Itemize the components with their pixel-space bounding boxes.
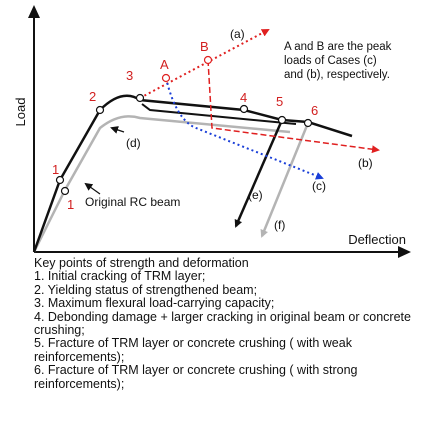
- peak-b-marker: [203, 55, 213, 65]
- key-points: [55, 93, 313, 196]
- curve-e-line: [234, 119, 284, 228]
- peak-label-a: A: [160, 57, 169, 72]
- y-axis-label: Load: [13, 98, 28, 127]
- point-label-3: 3: [126, 68, 133, 83]
- note-line-3: and (b), respectively.: [284, 69, 390, 81]
- original-beam-label: Original RC beam: [85, 195, 180, 209]
- curve-a-line: [139, 29, 270, 99]
- x-axis-label: Deflection: [348, 232, 406, 247]
- original-pointer: [84, 182, 101, 195]
- legend-item-4: 4. Debonding damage + larger cracking in…: [34, 309, 411, 338]
- point-5: [277, 115, 287, 125]
- legend-title: Key points of strength and deformation: [34, 256, 249, 270]
- point-2: [95, 105, 105, 115]
- curve-b-line: [207, 59, 380, 154]
- point-label-5: 5: [276, 94, 283, 109]
- curve-label-f: (f): [274, 218, 285, 232]
- legend-item-3: 3. Maximum flexural load-carrying capaci…: [34, 296, 275, 311]
- peak-label-b: B: [200, 39, 209, 54]
- legend-item-1: 1. Initial cracking of TRM layer;: [34, 269, 206, 284]
- curve-label-a: (a): [230, 27, 245, 41]
- strengthened-beam-curve: [32, 94, 353, 253]
- curve-d-line: [141, 103, 297, 125]
- legend-item-6: 6. Fracture of TRM layer or concrete cru…: [34, 363, 358, 391]
- note-line-2: loads of Cases (c): [284, 55, 377, 67]
- y-axis-arrow: [28, 5, 40, 18]
- original-beam-curve: [32, 115, 291, 253]
- x-axis-arrow: [398, 246, 411, 258]
- point-label-1-upper: 1: [52, 162, 59, 177]
- d-pointer: [110, 126, 125, 134]
- curve-f-line: [260, 122, 310, 238]
- point-label-6: 6: [311, 103, 318, 118]
- point-label-4: 4: [240, 90, 247, 105]
- point-4: [239, 104, 249, 114]
- point-label-1-lower: 1: [67, 197, 74, 212]
- curve-label-b: (b): [358, 156, 373, 170]
- legend-item-2: 2. Yielding status of strengthened beam;: [34, 282, 258, 297]
- curve-c-line: [165, 77, 324, 180]
- load-deflection-diagram: Load Deflection 1 1 2 3 4 5 6 A B (a) (b…: [13, 5, 411, 258]
- curve-label-c: (c): [312, 179, 326, 193]
- peak-a-marker: [161, 73, 171, 83]
- point-1-upper: [55, 175, 65, 185]
- legend-item-5: 5. Fracture of TRM layer or concrete cru…: [34, 336, 352, 364]
- curve-label-d: (d): [126, 136, 141, 150]
- point-label-2: 2: [89, 89, 96, 104]
- key-points-legend: Key points of strength and deformation 1…: [34, 256, 422, 391]
- point-6: [303, 118, 313, 128]
- point-3: [135, 93, 145, 103]
- point-1-lower: [60, 186, 70, 196]
- note-line-1: A and B are the peak: [284, 41, 392, 53]
- curve-label-e: (e): [248, 188, 263, 202]
